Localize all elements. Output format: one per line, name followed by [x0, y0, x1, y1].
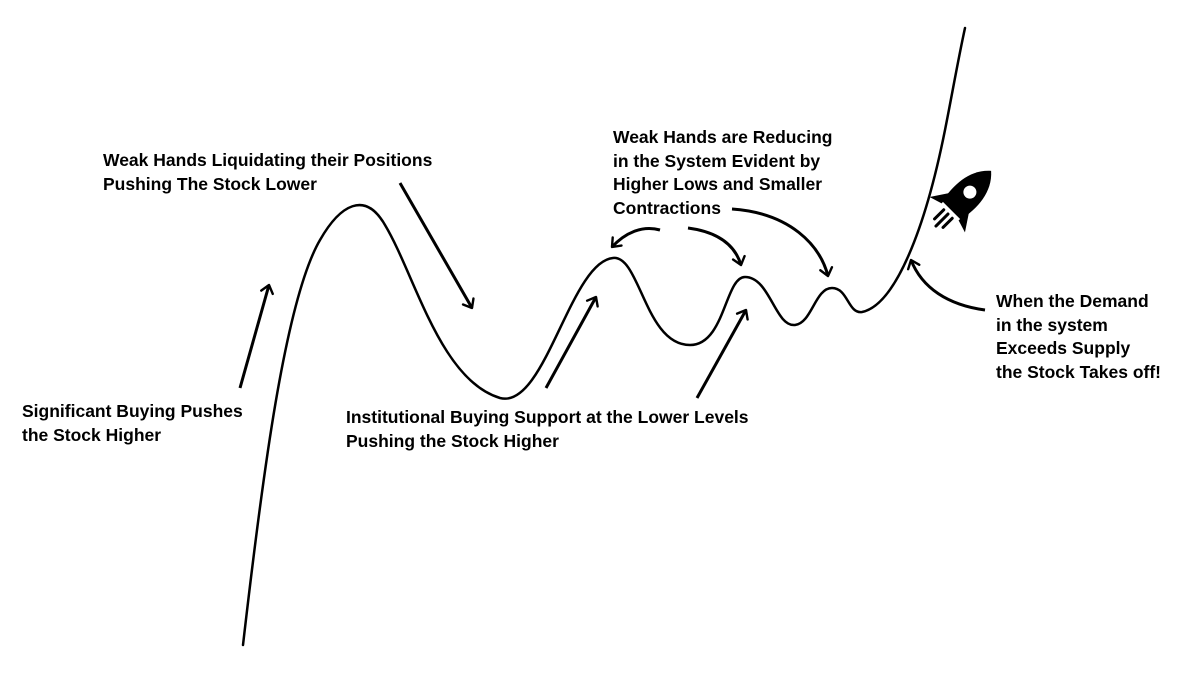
arrow-significant-buying: [238, 283, 274, 389]
arrow-demand-exceeds: [906, 258, 986, 312]
label-weak-hands-liquidating: Weak Hands Liquidating their Positions P…: [103, 149, 432, 196]
label-line: Weak Hands Liquidating their Positions: [103, 150, 433, 170]
arrow-institutional-support-1: [544, 295, 599, 389]
label-line: Contractions: [613, 197, 721, 218]
arrow-curved-right: [731, 207, 834, 278]
label-demand-exceeds-supply: When the Demand in the system Exceeds Su…: [996, 290, 1161, 384]
label-line: Institutional Buying Support at the Lowe…: [346, 407, 749, 427]
arrow-curved-left: [610, 227, 661, 249]
rocket-icon: [929, 170, 992, 233]
price-curve: [241, 26, 967, 647]
label-line: Significant Buying Pushes: [22, 401, 243, 421]
label-line: Pushing the Stock Higher: [346, 430, 559, 451]
label-institutional-support: Institutional Buying Support at the Lowe…: [346, 406, 749, 453]
label-line: Pushing The Stock Lower: [103, 173, 317, 194]
label-line: the Stock Higher: [22, 424, 162, 445]
label-line: Weak Hands are Reducing: [613, 127, 833, 147]
arrow-curved-middle: [687, 226, 746, 267]
label-significant-buying: Significant Buying Pushes the Stock High…: [22, 400, 243, 447]
label-line: Higher Lows and Smaller: [613, 174, 823, 194]
label-line: in the system: [996, 314, 1108, 335]
label-line: the Stock Takes off!: [996, 361, 1161, 382]
label-weak-hands-reducing: Weak Hands are Reducing in the System Ev…: [613, 126, 832, 220]
label-line: When the Demand: [996, 291, 1149, 311]
label-line: Exceeds Supply: [996, 338, 1131, 358]
arrow-institutional-support-2: [695, 308, 749, 399]
arrow-weak-hands-liquidating: [398, 182, 475, 310]
label-line: in the System Evident by: [613, 150, 821, 171]
